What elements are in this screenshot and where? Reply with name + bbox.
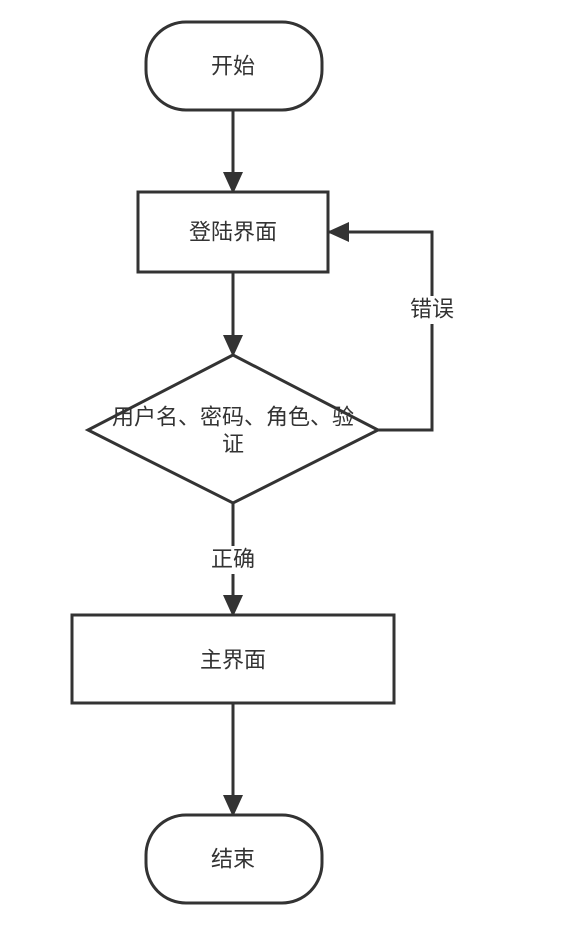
edge-label-error: 错误 <box>408 296 456 324</box>
edge-label-correct-bg <box>209 546 257 574</box>
validate-node-label-line-2: 证 <box>222 433 244 458</box>
end-node-shape <box>144 813 324 905</box>
edge-label-error-text: 错误 <box>410 298 454 323</box>
login-node: 登陆界面 <box>136 190 330 274</box>
login-node-shape <box>136 190 330 274</box>
edge-label-correct: 正确 <box>209 546 257 574</box>
end-node-label: 结束 <box>211 848 255 873</box>
main-node: 主界面 <box>70 613 396 705</box>
validate-node-label-line-1: 用户名、密码、角色、验 <box>112 406 354 431</box>
main-node-label: 主界面 <box>200 649 266 674</box>
start-node: 开始 <box>144 20 324 112</box>
end-node: 结束 <box>144 813 324 905</box>
edge-label-error-bg <box>408 296 456 324</box>
main-node-shape <box>70 613 396 705</box>
edge-label-correct-text: 正确 <box>211 548 255 573</box>
start-node-label: 开始 <box>211 55 255 80</box>
arrow-error-to-login <box>327 222 434 432</box>
validate-node: 用户名、密码、角色、验 证 <box>84 353 382 505</box>
login-node-label: 登陆界面 <box>189 221 277 246</box>
